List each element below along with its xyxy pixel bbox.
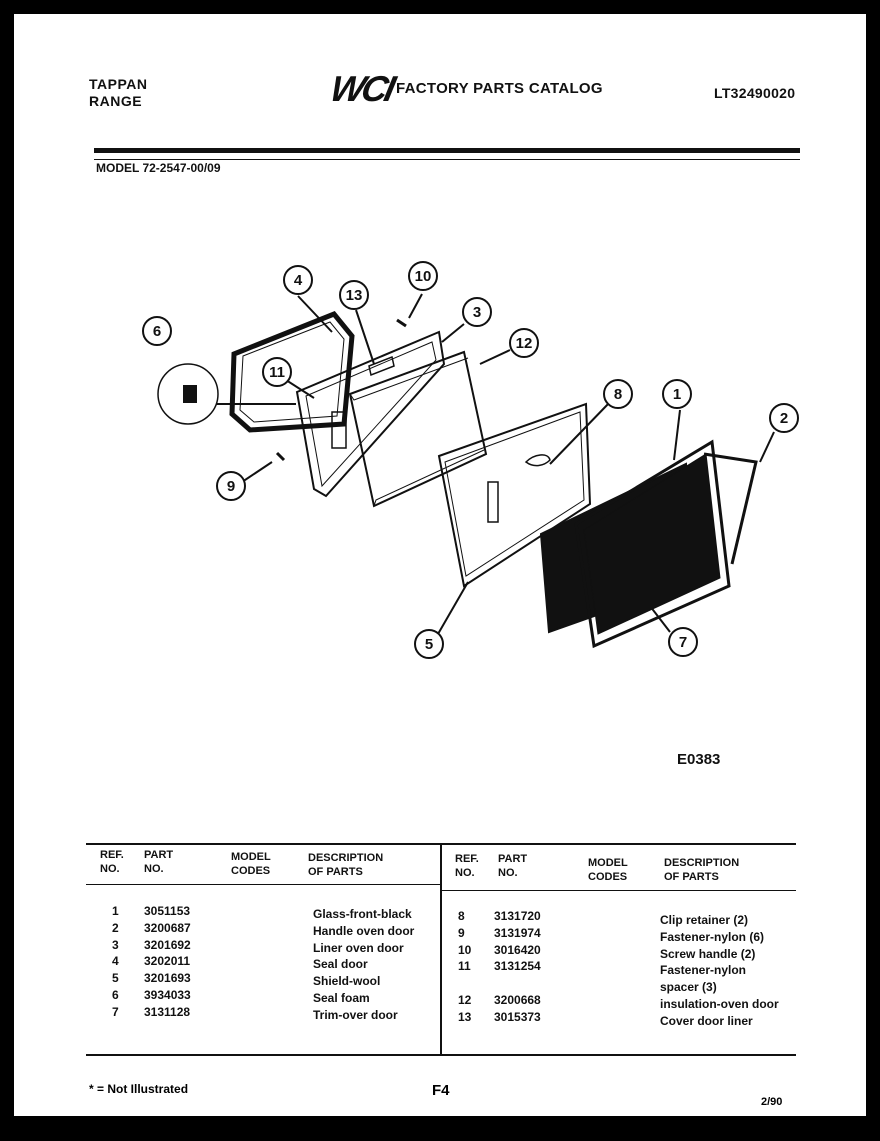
callout-label-6: 6 <box>153 323 161 340</box>
table-header-rule-right <box>442 890 796 891</box>
callout-7 <box>668 627 698 657</box>
col-header-ref-no-left: REF. NO. <box>100 849 124 875</box>
brand-line-2: RANGE <box>89 93 143 109</box>
callout-label-1: 1 <box>673 386 681 403</box>
left-description-column: Glass-front-black Handle oven door Liner… <box>313 907 415 1022</box>
exploded-oven-door-diagram: 1 2 3 4 5 6 7 8 9 10 11 12 13 <box>142 261 799 659</box>
right-description-column: Clip retainer (2) Fastener-nylon (6) Scr… <box>660 913 779 1028</box>
header-rule-thin <box>94 159 800 160</box>
table-bottom-rule <box>86 1054 796 1056</box>
seal-foam-part <box>183 385 197 403</box>
col-header-description-right: DESCRIPTION OF PARTS <box>664 857 740 883</box>
not-illustrated-note: * = Not Illustrated <box>89 1082 189 1096</box>
shield-wool-part <box>437 402 592 588</box>
callout-label-13: 13 <box>346 287 363 304</box>
catalog-number: LT32490020 <box>714 85 796 101</box>
callout-9 <box>216 471 246 501</box>
callout-label-7: 7 <box>679 634 687 651</box>
col-header-ref-no-right: REF. NO. <box>455 853 479 879</box>
callout-5 <box>414 629 444 659</box>
diagram-code: E0383 <box>677 751 721 768</box>
callout-label-2: 2 <box>780 410 788 427</box>
table-divider <box>440 843 442 1056</box>
callout-13 <box>339 280 369 310</box>
callout-12 <box>509 328 539 358</box>
callout-1 <box>662 379 692 409</box>
fastener-part <box>275 451 286 462</box>
left-part-column: 3051153 3200687 3201692 3202011 3201693 … <box>144 904 191 1019</box>
liner-oven-door-part <box>295 330 446 498</box>
callout-label-4: 4 <box>294 272 303 289</box>
insulation-part <box>348 350 488 508</box>
callout-label-5: 5 <box>425 636 433 653</box>
callout-6 <box>142 316 172 346</box>
right-ref-column: 8 9 10 11 12 13 <box>458 909 472 1024</box>
callout-label-10: 10 <box>415 268 432 285</box>
trim-over-door-part <box>574 439 731 649</box>
callout-label-3: 3 <box>473 304 481 321</box>
callout-label-11: 11 <box>269 364 285 381</box>
right-part-column: 3131720 3131974 3016420 3131254 3200668 … <box>494 909 541 1024</box>
header-rule-thick <box>94 148 800 153</box>
page-number: F4 <box>432 1082 450 1099</box>
table-header-rule-left <box>86 884 440 885</box>
col-header-description-left: DESCRIPTION OF PARTS <box>308 852 384 878</box>
col-header-model-codes-right: MODEL CODES <box>588 857 628 883</box>
callout-11 <box>262 357 292 387</box>
callout-8 <box>603 379 633 409</box>
callout-label-12: 12 <box>516 335 533 352</box>
callout-label-9: 9 <box>227 478 235 495</box>
handle-part <box>703 452 758 565</box>
model-number: MODEL 72-2547-00/09 <box>96 161 221 175</box>
brand-line-1: TAPPAN <box>89 76 148 92</box>
col-header-model-codes-left: MODEL CODES <box>231 851 271 877</box>
col-header-part-no-left: PART NO. <box>144 849 174 875</box>
callout-circles <box>142 261 799 659</box>
callout-4 <box>283 265 313 295</box>
col-header-part-no-right: PART NO. <box>498 853 528 879</box>
callout-2 <box>769 403 799 433</box>
callout-label-8: 8 <box>614 386 622 403</box>
callout-10 <box>408 261 438 291</box>
revision-date: 2/90 <box>761 1096 783 1108</box>
callout-3 <box>462 297 492 327</box>
catalog-title: FACTORY PARTS CATALOG <box>396 80 603 97</box>
left-ref-column: 1 2 3 4 5 6 7 <box>112 904 119 1019</box>
screw-part <box>396 318 407 328</box>
callout-labels: 1 2 3 4 5 6 7 8 9 10 11 12 13 <box>153 268 788 653</box>
seal-door-part <box>229 310 355 433</box>
parts-catalog-page: TAPPAN RANGE WCI FACTORY PARTS CATALOG L… <box>14 14 866 1116</box>
